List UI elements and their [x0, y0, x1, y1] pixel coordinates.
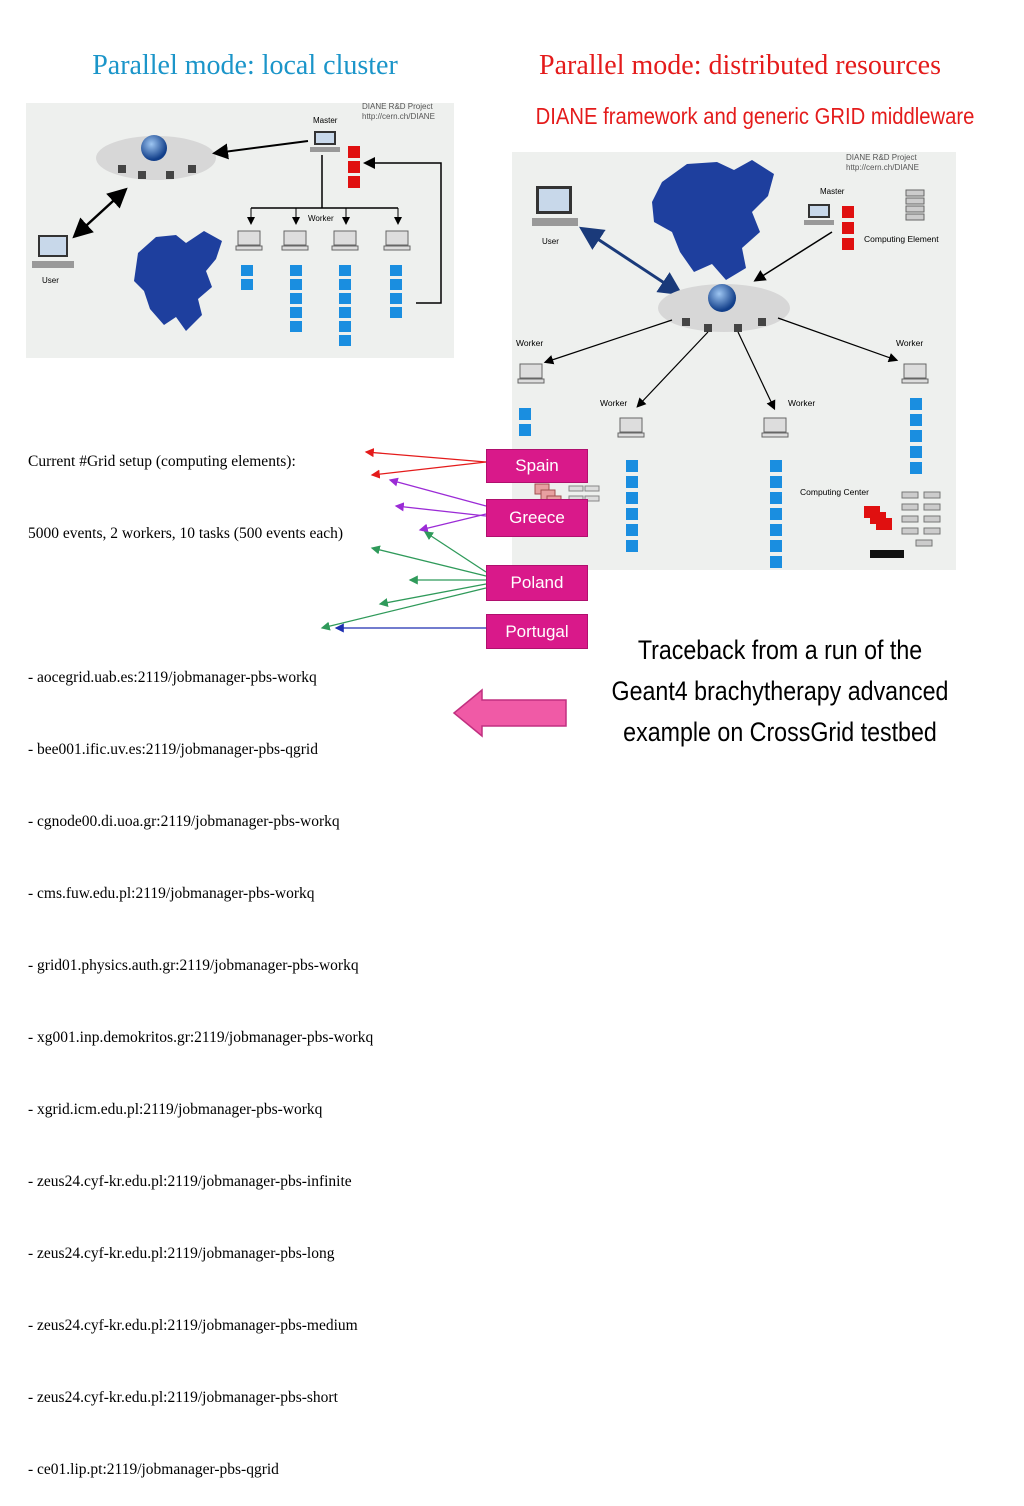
host-line: - cgnode00.di.uoa.gr:2119/jobmanager-pbs…	[28, 813, 340, 830]
caption-line: Geant4 brachytherapy advanced	[611, 676, 949, 706]
host-line: - zeus24.cyf-kr.edu.pl:2119/jobmanager-p…	[28, 1245, 335, 1262]
host-line: - zeus24.cyf-kr.edu.pl:2119/jobmanager-p…	[28, 1173, 352, 1190]
traceback-caption: Traceback from a run of the Geant4 brach…	[599, 630, 960, 753]
host-line: - ce01.lip.pt:2119/jobmanager-pbs-qgrid	[28, 1461, 279, 1478]
host-line: - zeus24.cyf-kr.edu.pl:2119/jobmanager-p…	[28, 1389, 338, 1406]
user-hub-arrow	[578, 226, 684, 296]
host-line: - xgrid.icm.edu.pl:2119/jobmanager-pbs-w…	[28, 1101, 323, 1118]
host-line: - xg001.inp.demokritos.gr:2119/jobmanage…	[28, 1029, 374, 1046]
worker-3-label: Worker	[788, 398, 815, 408]
worker-task-stacks-icon	[241, 265, 402, 346]
greece-tag: Greece	[486, 499, 588, 537]
user-computer-icon	[532, 186, 578, 226]
computing-element-icon	[905, 189, 925, 221]
spain-tag: Spain	[486, 449, 588, 483]
title-distributed-resources: Parallel mode: distributed resources	[539, 50, 941, 81]
local-cluster-diagram: DIANE R&D Project http://cern.ch/DIANE M…	[26, 102, 454, 358]
hub-to-worker-1-arrow	[543, 319, 673, 365]
project-url: http://cern.ch/DIANE	[362, 112, 435, 121]
user-computer-icon	[32, 235, 74, 268]
worker-4-label: Worker	[896, 338, 923, 348]
master-server-rack-icon	[842, 206, 854, 250]
caption-line: example on CrossGrid testbed	[623, 717, 937, 747]
host-line: - zeus24.cyf-kr.edu.pl:2119/jobmanager-p…	[28, 1317, 358, 1334]
worker-1-label: Worker	[516, 338, 543, 348]
host-line: - cms.fuw.edu.pl:2119/jobmanager-pbs-wor…	[28, 885, 315, 902]
europe-map-icon	[134, 231, 222, 331]
project-url: http://cern.ch/DIANE	[846, 163, 919, 172]
computing-element-label: Computing Element	[864, 234, 939, 244]
portugal-tag: Portugal	[486, 614, 588, 649]
poland-tag: Poland	[486, 565, 588, 601]
poland-arrows	[320, 531, 487, 631]
host-line: - bee001.ific.uv.es:2119/jobmanager-pbs-…	[28, 741, 318, 758]
user-hub-arrow	[72, 187, 128, 239]
host-line: - grid01.physics.auth.gr:2119/jobmanager…	[28, 957, 359, 974]
master-to-hub-arrow	[212, 140, 309, 160]
worker-2-label: Worker	[600, 398, 627, 408]
computing-center-icon	[864, 491, 941, 558]
project-label: DIANE R&D Project	[846, 153, 917, 162]
network-hub-icon	[658, 284, 790, 332]
spain-arrows	[364, 448, 487, 479]
hub-to-worker-2-arrow	[636, 331, 709, 408]
worker-label: Worker	[308, 214, 334, 223]
master-label: Master	[820, 187, 845, 196]
host-line: - aocegrid.uab.es:2119/jobmanager-pbs-wo…	[28, 669, 317, 686]
country-arrows-overlay	[320, 448, 567, 738]
setup-summary: 5000 events, 2 workers, 10 tasks (500 ev…	[28, 525, 344, 542]
title-local-cluster: Parallel mode: local cluster	[92, 50, 398, 81]
hub-to-worker-4-arrow	[777, 317, 899, 363]
worker-computers-icon	[235, 230, 411, 251]
master-computer-icon	[310, 131, 340, 152]
master-label: Master	[313, 116, 338, 125]
computing-center-label: Computing Center	[800, 487, 869, 497]
big-pointer-arrow	[452, 688, 567, 738]
worker-task-stacks-icon	[519, 398, 922, 568]
user-label: User	[42, 276, 59, 285]
project-label: DIANE R&D Project	[362, 103, 433, 111]
network-hub-icon	[96, 135, 216, 180]
caption-line: Traceback from a run of the	[637, 635, 923, 665]
subtitle-diane-grid: DIANE framework and generic GRID middlew…	[535, 103, 975, 129]
hub-to-worker-3-arrow	[737, 331, 776, 411]
distributed-resources-svg: DIANE R&D Project http://cern.ch/DIANE U…	[516, 153, 941, 568]
master-to-hub-arrow	[753, 231, 833, 282]
return-loop-arrow	[363, 157, 442, 304]
greece-arrows	[388, 477, 487, 533]
master-computer-icon	[804, 204, 834, 225]
local-cluster-svg: DIANE R&D Project http://cern.ch/DIANE M…	[32, 102, 442, 346]
setup-heading: Current #Grid setup (computing elements)…	[28, 453, 296, 470]
user-label: User	[542, 237, 559, 246]
master-server-rack-icon	[348, 146, 360, 188]
worker-computers-icon	[517, 363, 929, 438]
